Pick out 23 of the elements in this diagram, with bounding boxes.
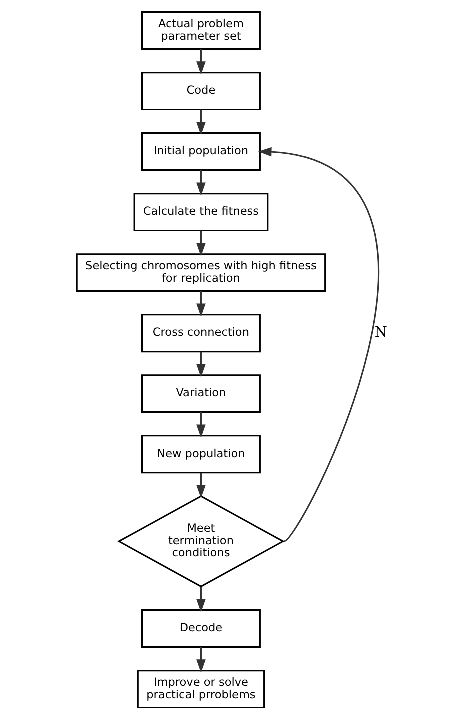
arrow — [196, 352, 206, 378]
node-box: Calculate the fitness — [133, 193, 268, 232]
arrow — [196, 291, 206, 318]
node-box: Actual problem parameter set — [140, 12, 260, 50]
node-box: Decode — [140, 610, 260, 648]
arrow — [196, 110, 206, 136]
node-box: Code — [140, 72, 260, 110]
node-box: Variation — [140, 374, 260, 414]
node-box: Cross connection — [140, 314, 260, 353]
arrow — [196, 230, 206, 257]
arrow — [196, 49, 206, 76]
arrow — [258, 147, 379, 542]
arrow — [196, 647, 206, 674]
node-box: Improve or solve practical prroblems — [136, 670, 265, 708]
arrow — [196, 473, 206, 499]
arrow — [196, 587, 206, 613]
node-box: New population — [140, 435, 260, 474]
node-diamond: Meet termination conditions — [117, 496, 284, 588]
arrow — [196, 170, 206, 196]
node-box: Initial population — [140, 132, 260, 172]
node-box: Selecting chromosomes with high fitness for replication — [76, 254, 326, 292]
edge-label: N — [374, 325, 388, 342]
arrow — [196, 412, 206, 438]
